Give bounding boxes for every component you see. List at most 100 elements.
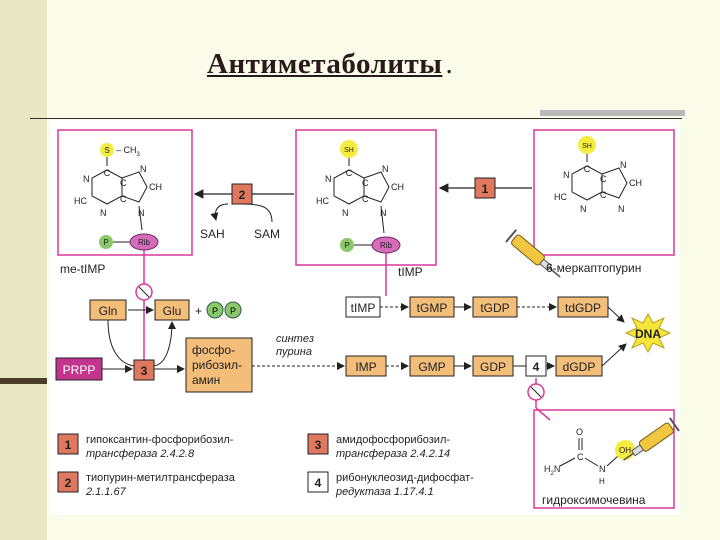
enzyme-3-number: 3 <box>141 364 148 378</box>
timp-structure: SH C N HC C C N N CH N Rib P <box>316 140 404 254</box>
antimetabolite-diagram: S – CH3 C N HC C C N N CH N Rib P me-tIM… <box>55 129 680 509</box>
atom-c: C <box>600 190 607 200</box>
dna-label: DNA <box>635 327 661 341</box>
pathway-bottom-label: GDP <box>480 360 506 374</box>
legend-enzyme-4-line-1: рибонуклеозид-дифосфат- <box>336 472 474 484</box>
legend-enzyme-3-number: 3 <box>315 438 322 452</box>
mercaptopurine-structure: SH C N HC C C N N CH N <box>554 136 642 214</box>
phosphate-circle <box>224 301 242 319</box>
glu-label: Glu <box>163 304 182 318</box>
pathway-top-label: tIMP <box>351 301 376 315</box>
pathway-top-label: tGMP <box>417 301 448 315</box>
atom-ch: CH <box>391 182 404 192</box>
purine-synthesis-line-1: синтез <box>276 333 314 345</box>
sh-label: SH <box>344 147 354 154</box>
mercaptopurine-label: 6-меркаптопурин <box>546 261 641 275</box>
atom-n: N <box>563 170 570 180</box>
atom-n: N <box>325 174 332 184</box>
title-underline-rule <box>30 118 682 119</box>
atom-c: C <box>346 168 353 178</box>
prpp-label: PRPP <box>63 363 96 377</box>
plus-sign: + <box>195 304 202 318</box>
slide-title: Антиметаболиты. <box>207 48 453 81</box>
legend-enzyme-2-number: 2 <box>65 476 72 490</box>
atom-n: N <box>140 164 147 174</box>
atom-hc: HC <box>554 192 567 202</box>
ribose-label: Rib <box>138 238 151 247</box>
pathway-bottom-label: dGDP <box>563 360 596 374</box>
title-grey-rule <box>540 110 685 116</box>
legend-enzyme-1-box <box>57 433 79 455</box>
atom-n: N <box>380 208 387 218</box>
legend-enzyme-2-box <box>57 471 79 493</box>
legend-enzyme-4-box <box>307 471 329 493</box>
enzyme-4-box <box>525 355 547 377</box>
hu-hydrogen: H <box>599 477 605 486</box>
atom-hc: HC <box>316 196 329 206</box>
slide-side-accent <box>0 378 47 384</box>
phosphoribosylamine-line-3: амин <box>192 373 220 387</box>
gln-label: Gln <box>99 304 118 318</box>
atom-ch: CH <box>629 178 642 188</box>
hu-hydroxyl: OH <box>619 446 631 455</box>
phosphoribosylamine-box <box>185 337 253 393</box>
antimetabolite-figure: S – CH3 C N HC C C N N CH N Rib P me-tIM… <box>50 120 680 515</box>
atom-n: N <box>138 208 145 218</box>
timp-structure-box <box>295 129 437 266</box>
syringe-icon <box>623 417 680 461</box>
sh-circle <box>340 140 358 158</box>
title-dot: . <box>445 48 454 80</box>
atom-ch: CH <box>149 182 162 192</box>
legend-enzyme-2-line-2: 2.1.1.67 <box>85 486 127 498</box>
hydroxyurea-structure-box <box>533 409 675 509</box>
purine-synthesis-line-2: пурина <box>276 346 312 358</box>
phosphate-label: P <box>230 306 236 316</box>
atom-c: C <box>362 194 369 204</box>
ribose-label: Rib <box>380 241 393 250</box>
pathway-bottom-label: IMP <box>355 360 376 374</box>
phosphoribosylamine-line-2: рибозил- <box>192 358 242 372</box>
hu-amine: H2N <box>544 464 560 477</box>
phosphoribosylamine-line-1: фосфо- <box>192 343 235 357</box>
atom-c: C <box>120 194 127 204</box>
legend-enzyme-3-line-2: трансфераза 2.4.2.14 <box>336 448 450 460</box>
dna-star-icon <box>624 312 672 354</box>
thiopurine-pathway: tIMP tGMP tGDP tdGDP <box>345 296 609 318</box>
hu-nitrogen: N <box>599 464 606 474</box>
legend-enzyme-1-line-1: гипоксантин-фосфорибозил- <box>86 434 234 446</box>
atom-c: C <box>120 178 127 188</box>
enzyme-1-number: 1 <box>482 182 489 196</box>
atom-n: N <box>382 164 389 174</box>
legend-enzyme-2-line-1: тиопурин-метилтрансфераза <box>86 472 236 484</box>
syringe-icon <box>505 229 561 278</box>
methyl-label: – CH3 <box>116 145 141 158</box>
pathway-top-label: tGDP <box>480 301 509 315</box>
atom-n: N <box>580 204 587 214</box>
pathway-top-label: tdGDP <box>565 301 601 315</box>
title-text: Антиметаболиты <box>207 48 443 80</box>
atom-n: N <box>83 174 90 184</box>
hu-oxygen: O <box>576 427 583 437</box>
legend-enzyme-4-number: 4 <box>315 476 322 490</box>
legend-enzyme-3-box <box>307 433 329 455</box>
sah-label: SAH <box>200 227 225 241</box>
legend-enzyme-3-line-1: амидофосфорибозил- <box>336 434 450 446</box>
mercaptopurine-structure-box <box>533 129 675 256</box>
atom-n: N <box>620 160 627 170</box>
phosphate-circle <box>99 235 113 249</box>
sulfur-circle <box>100 143 114 157</box>
me-timp-label: me-tIMP <box>60 262 105 276</box>
sh-label: SH <box>582 143 592 150</box>
legend-enzyme-1-number: 1 <box>65 438 72 452</box>
enzyme-1-box <box>474 177 496 199</box>
phosphate-label: P <box>344 241 349 250</box>
pathway-bottom-label: GMP <box>418 360 445 374</box>
legend-enzyme-4-line-2: редуктаза 1.17.4.1 <box>335 486 434 498</box>
phosphate-label: P <box>103 238 108 247</box>
hydroxyurea-label: гидроксимочевина <box>542 493 646 507</box>
atom-c: C <box>584 164 591 174</box>
hu-carbon: C <box>577 452 584 462</box>
phosphate-label: P <box>212 306 218 316</box>
me-timp-structure-box <box>57 129 193 256</box>
timp-top-label: tIMP <box>398 265 423 279</box>
